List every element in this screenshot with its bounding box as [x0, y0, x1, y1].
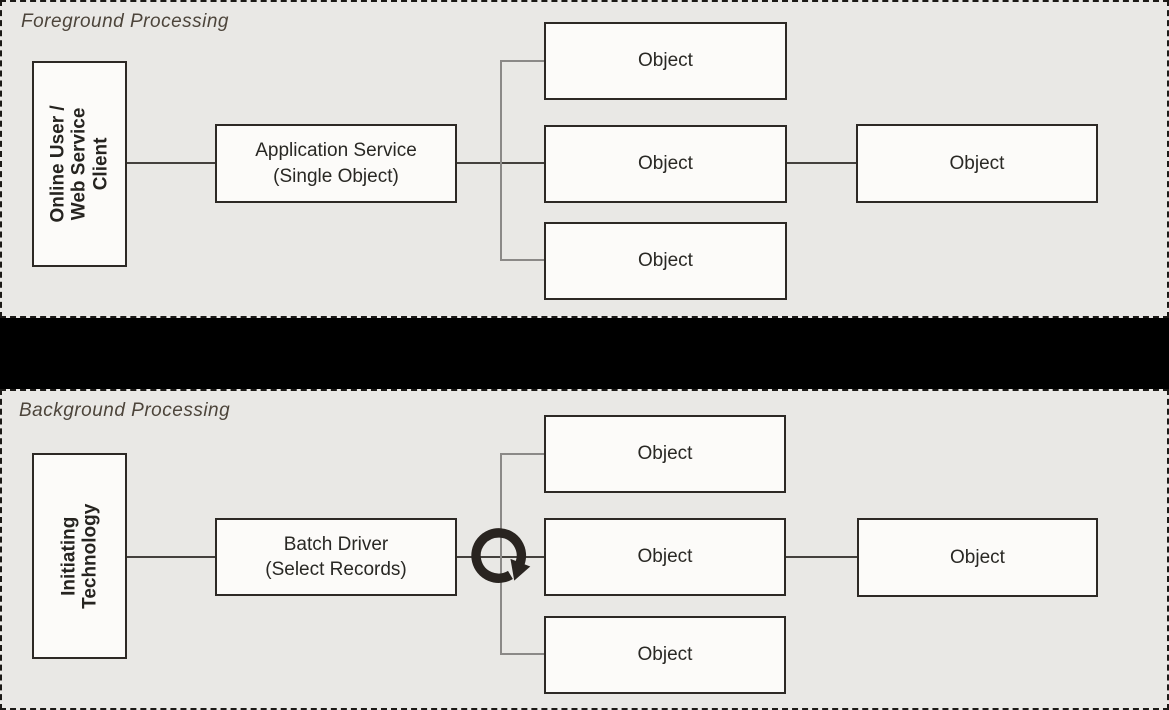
object-box: Object — [544, 222, 787, 300]
panel-title: Background Processing — [19, 400, 231, 421]
application-service-label: Application Service (Single Object) — [255, 138, 417, 188]
label-line: Application Service — [255, 140, 417, 162]
loop-arrow-icon — [471, 528, 531, 583]
label-line: Client — [90, 137, 112, 191]
object-label: Object — [949, 152, 1005, 174]
object-box: Object — [544, 22, 787, 100]
result-object-box: Object — [856, 124, 1098, 203]
online-user-box: Online User / Web Service Client — [32, 61, 127, 267]
object-label: Object — [638, 50, 693, 72]
panel-divider — [0, 318, 1169, 389]
object-label: Object — [950, 546, 1005, 568]
label-line: (Select Records) — [265, 559, 407, 580]
object-label: Object — [637, 546, 693, 568]
label-line: Initiating — [58, 516, 80, 596]
object-box: Object — [544, 518, 786, 596]
label-line: Batch Driver — [283, 533, 389, 555]
label-line: (Single Object) — [273, 165, 399, 187]
object-label: Object — [638, 250, 693, 272]
application-service-box: Application Service (Single Object) — [215, 124, 457, 203]
object-box: Object — [544, 616, 786, 694]
object-box: Object — [544, 415, 786, 493]
online-user-label: Online User / Web Service Client — [48, 105, 112, 222]
batch-driver-box: Batch Driver (Select Records) — [215, 518, 457, 596]
object-box: Object — [544, 125, 787, 203]
initiating-technology-box: Initiating Technology — [32, 453, 127, 659]
panel-title: Foreground Processing — [21, 11, 229, 32]
object-label: Object — [637, 443, 693, 465]
object-label: Object — [638, 153, 693, 175]
object-label: Object — [637, 644, 693, 666]
label-line: Technology — [79, 503, 101, 609]
result-object-box: Object — [857, 518, 1098, 597]
label-line: Web Service — [68, 107, 90, 221]
batch-driver-label: Batch Driver (Select Records) — [265, 532, 407, 582]
initiating-technology-label: Initiating Technology — [58, 503, 101, 608]
label-line: Online User / — [47, 105, 69, 223]
